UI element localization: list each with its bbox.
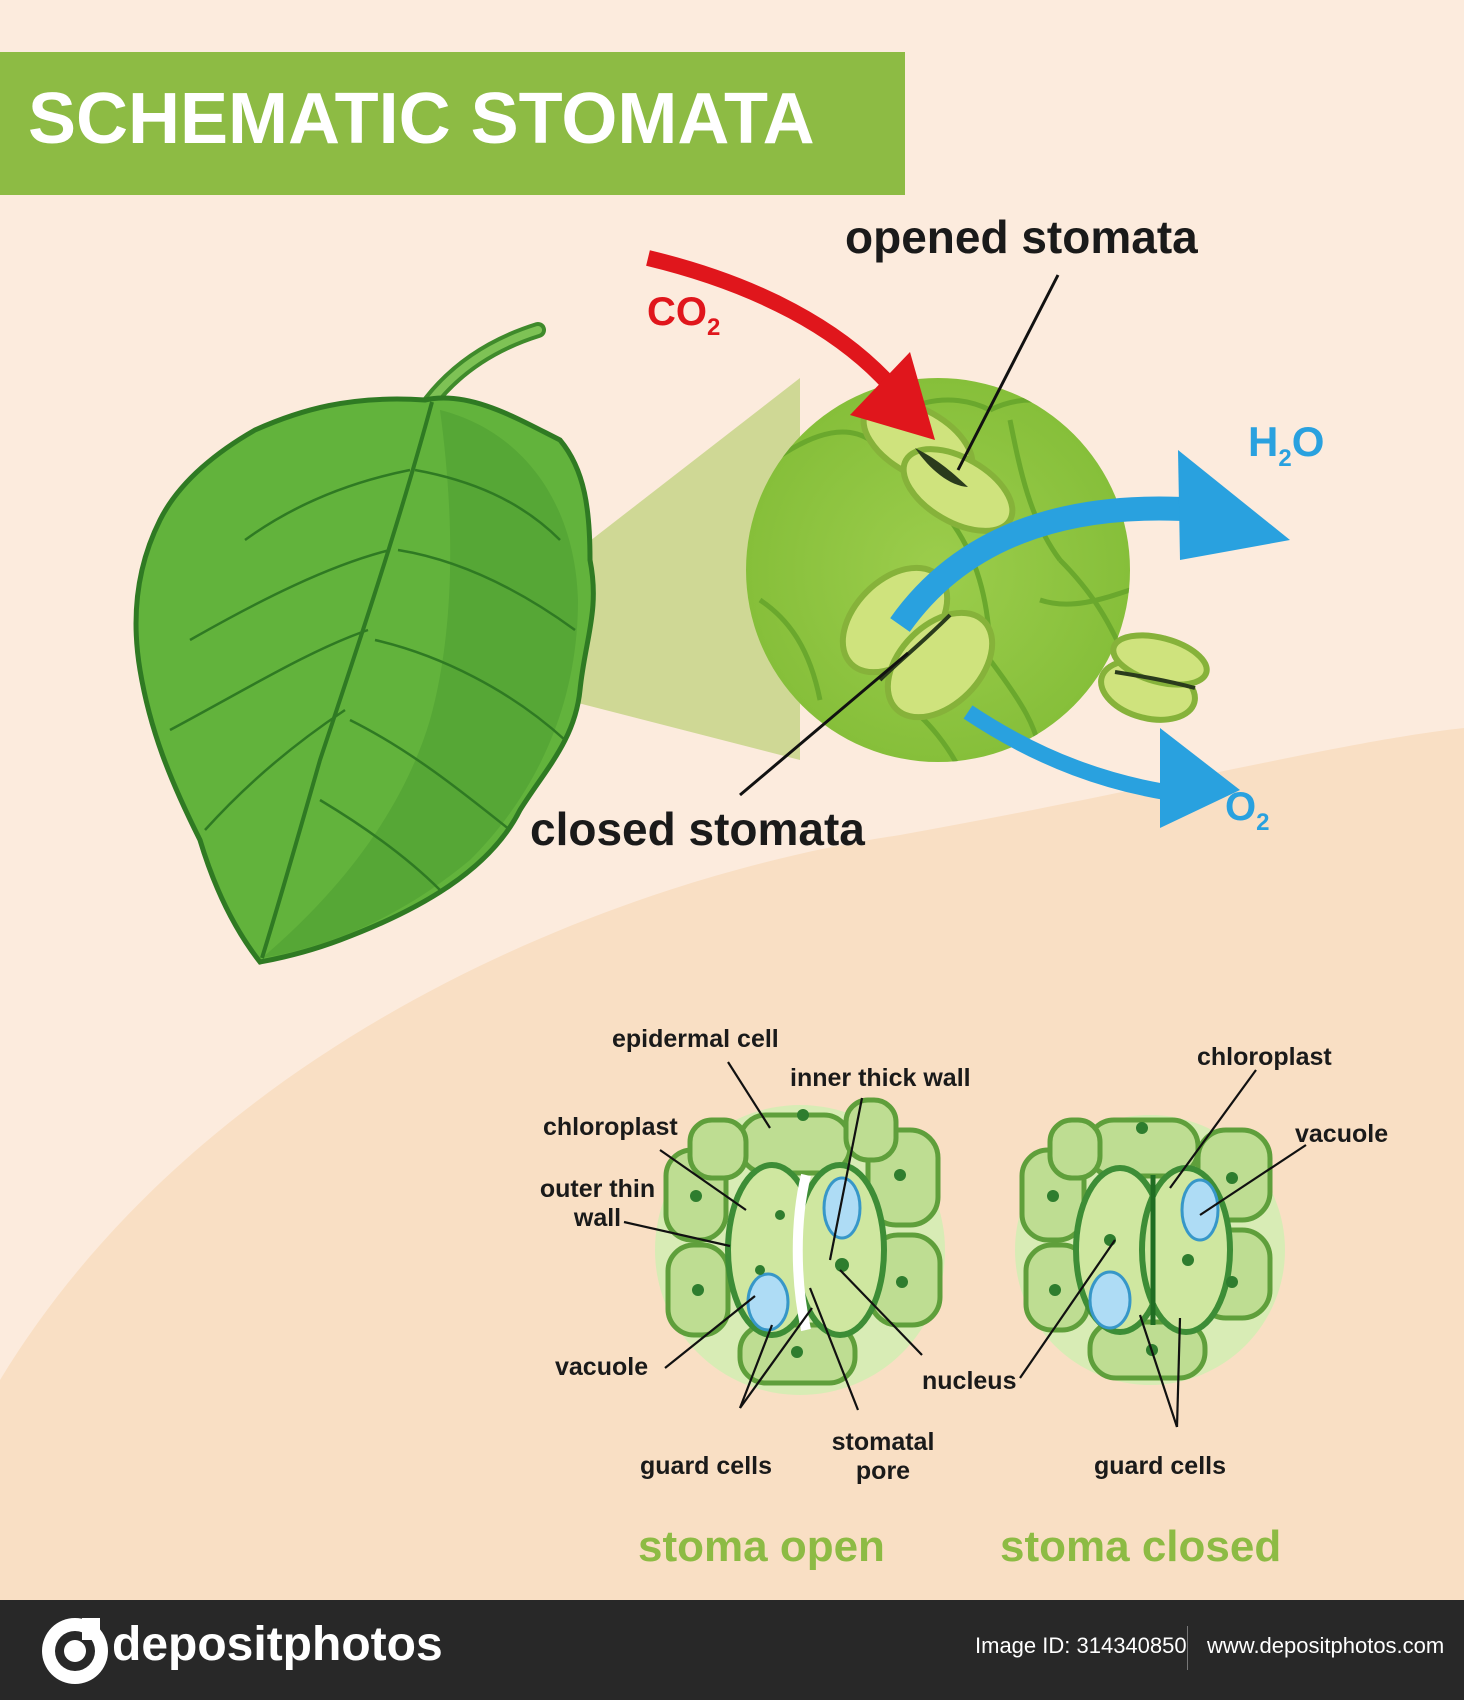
h2o-arrow (890, 450, 1290, 632)
o2-label: O2 (1225, 785, 1270, 836)
co2-label: CO2 (647, 290, 721, 341)
stoma-open-caption: stoma open (638, 1522, 885, 1571)
leaf-stem (422, 322, 546, 410)
title-bar (0, 52, 905, 195)
chloroplast-label-open: chloroplast (543, 1113, 678, 1141)
detail-leader-lines (623, 1061, 1307, 1428)
leaf-illustration (133, 322, 596, 965)
stoma-closed-caption: stoma closed (1000, 1522, 1282, 1571)
depositphotos-logo-icon (42, 1618, 108, 1684)
page-title: SCHEMATIC STOMATA (28, 79, 815, 159)
closed-stomata-leader (739, 651, 909, 797)
footer-bar (0, 1600, 1464, 1700)
nucleus-label: nucleus (922, 1367, 1017, 1395)
epidermal-cell-label: epidermal cell (612, 1025, 779, 1053)
co2-arrow (646, 250, 935, 440)
magnified-small-stoma (1098, 632, 1210, 723)
vacuole-label-open: vacuole (555, 1353, 649, 1381)
h2o-label: H2O (1248, 418, 1325, 472)
stoma-closed-diagram (1015, 1115, 1285, 1385)
guard-cells-label-open: guard cells (640, 1452, 772, 1480)
leaf-midrib (260, 401, 434, 959)
footer-site-link[interactable]: www.depositphotos.com (1207, 1633, 1445, 1658)
closed-stomata-label: closed stomata (530, 803, 865, 855)
opened-stomata-label: opened stomata (845, 211, 1198, 263)
vacuole-label-closed: vacuole (1295, 1120, 1389, 1148)
footer-image-id: Image ID: 314340850 (975, 1633, 1187, 1658)
inner-thick-wall-label: inner thick wall (790, 1064, 971, 1092)
footer-divider (1187, 1626, 1188, 1670)
chloroplast-label-closed: chloroplast (1197, 1043, 1332, 1071)
footer-brand: depositphotos (112, 1618, 443, 1671)
guard-cells-label-closed: guard cells (1094, 1452, 1226, 1480)
o2-arrow (963, 705, 1240, 828)
stoma-open-diagram (655, 1097, 945, 1395)
opened-stomata-leader (956, 274, 1060, 471)
